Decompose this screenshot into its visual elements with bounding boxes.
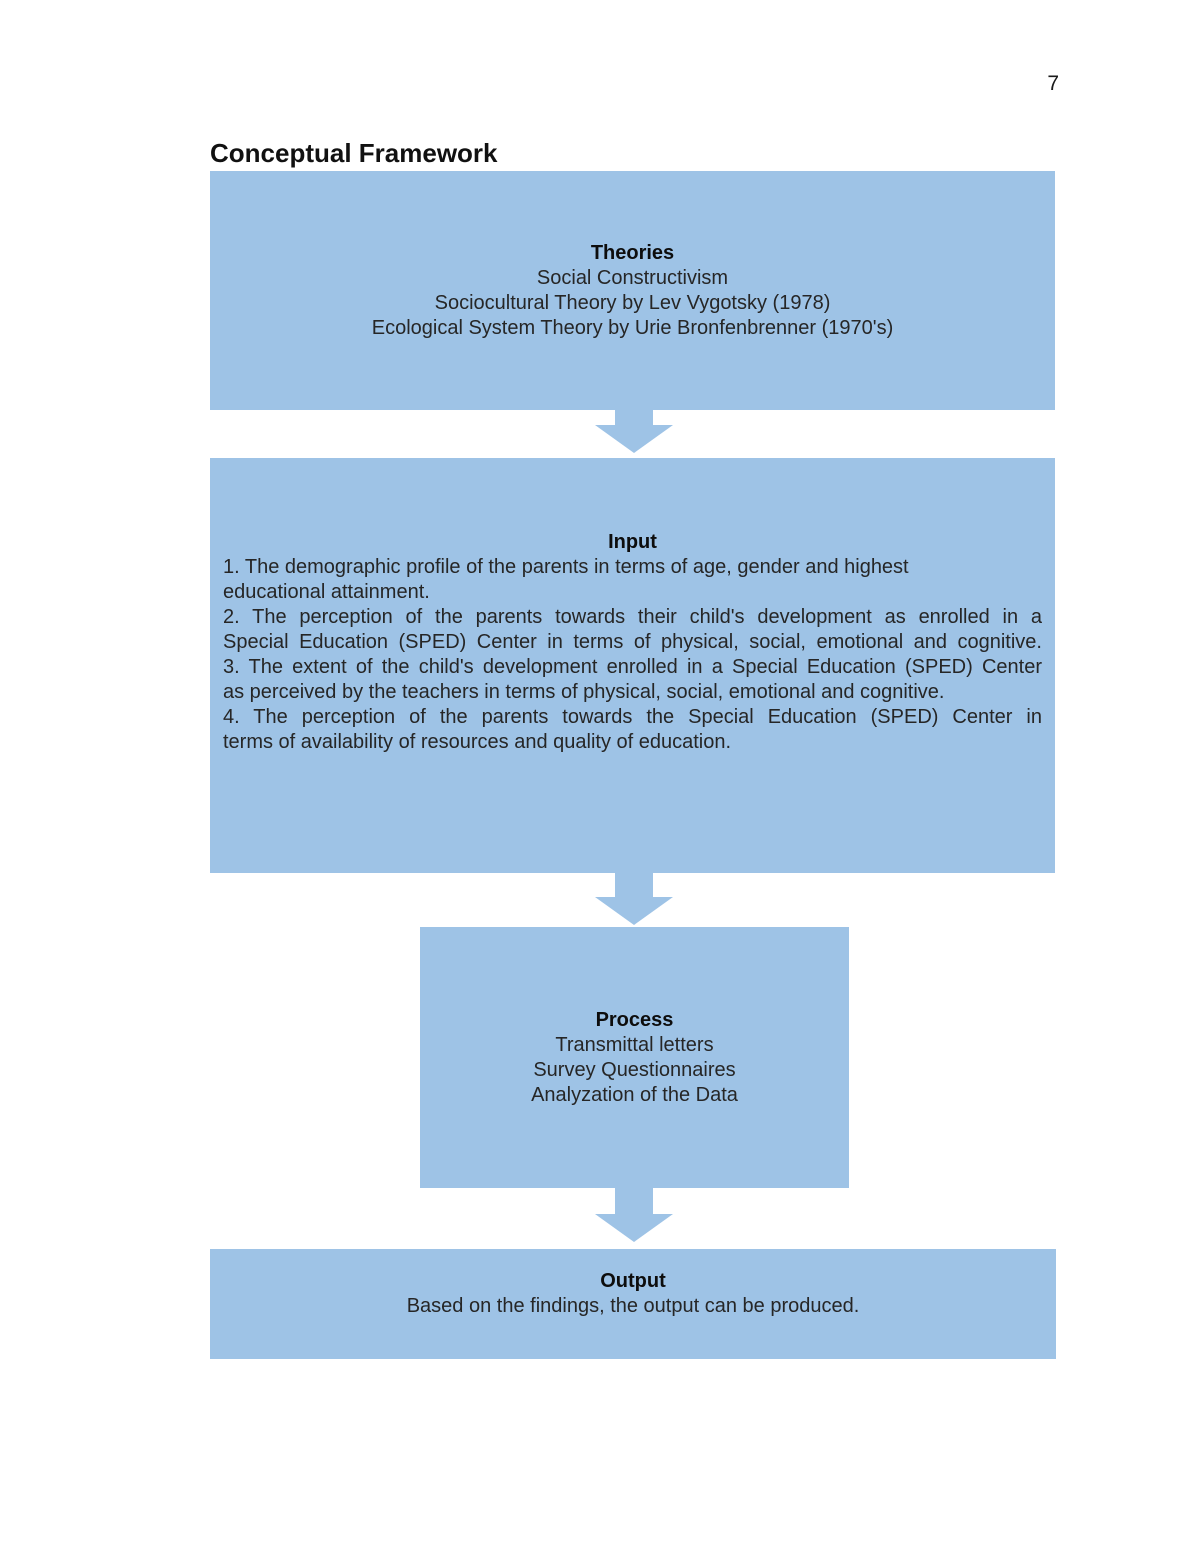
page-title: Conceptual Framework xyxy=(210,138,498,168)
theories-title: Theories xyxy=(590,241,675,264)
input-box: Input 1. The demographic profile of the … xyxy=(210,458,1055,873)
down-arrow-icon xyxy=(595,873,673,925)
process-line: Survey Questionnaires xyxy=(533,1058,736,1081)
arrow-head xyxy=(595,1214,673,1242)
input-title: Input xyxy=(608,531,657,553)
input-line: 3. The extent of the child's development… xyxy=(223,656,1042,678)
arrow-stem xyxy=(615,1188,653,1214)
output-title: Output xyxy=(600,1270,666,1292)
process-line: Analyzation of the Data xyxy=(531,1083,738,1106)
process-box: Process Transmittal letters Survey Quest… xyxy=(420,927,849,1188)
theories-box: Theories Social Constructivism Sociocult… xyxy=(210,171,1055,410)
process-content: Process Transmittal letters Survey Quest… xyxy=(531,1008,738,1108)
theories-line: Sociocultural Theory by Lev Vygotsky (19… xyxy=(434,291,831,314)
arrow-head xyxy=(595,425,673,453)
input-line: Special Education (SPED) Center in terms… xyxy=(223,631,1042,653)
output-box: Output Based on the findings, the output… xyxy=(210,1249,1056,1359)
down-arrow-icon xyxy=(595,1188,673,1242)
process-line: Transmittal letters xyxy=(555,1033,714,1056)
arrow-stem xyxy=(615,410,653,425)
process-title: Process xyxy=(595,1008,674,1031)
theories-line: Ecological System Theory by Urie Bronfen… xyxy=(371,316,894,339)
output-line: Based on the findings, the output can be… xyxy=(406,1295,860,1317)
arrow-stem xyxy=(615,873,653,897)
input-line: terms of availability of resources and q… xyxy=(223,731,732,753)
theories-content: Theories Social Constructivism Sociocult… xyxy=(372,241,893,341)
input-line: 2. The perception of the parents towards… xyxy=(223,606,1042,628)
down-arrow-icon xyxy=(595,410,673,453)
input-line: 4. The perception of the parents towards… xyxy=(223,706,1042,728)
input-paragraphs: 1. The demographic profile of the parent… xyxy=(223,555,1042,755)
arrow-head xyxy=(595,897,673,925)
input-line: 1. The demographic profile of the parent… xyxy=(223,556,909,578)
page-number: 7 xyxy=(1047,72,1059,95)
input-line: educational attainment. xyxy=(223,581,430,603)
theories-line: Social Constructivism xyxy=(536,266,729,289)
input-line: as perceived by the teachers in terms of… xyxy=(223,681,945,703)
